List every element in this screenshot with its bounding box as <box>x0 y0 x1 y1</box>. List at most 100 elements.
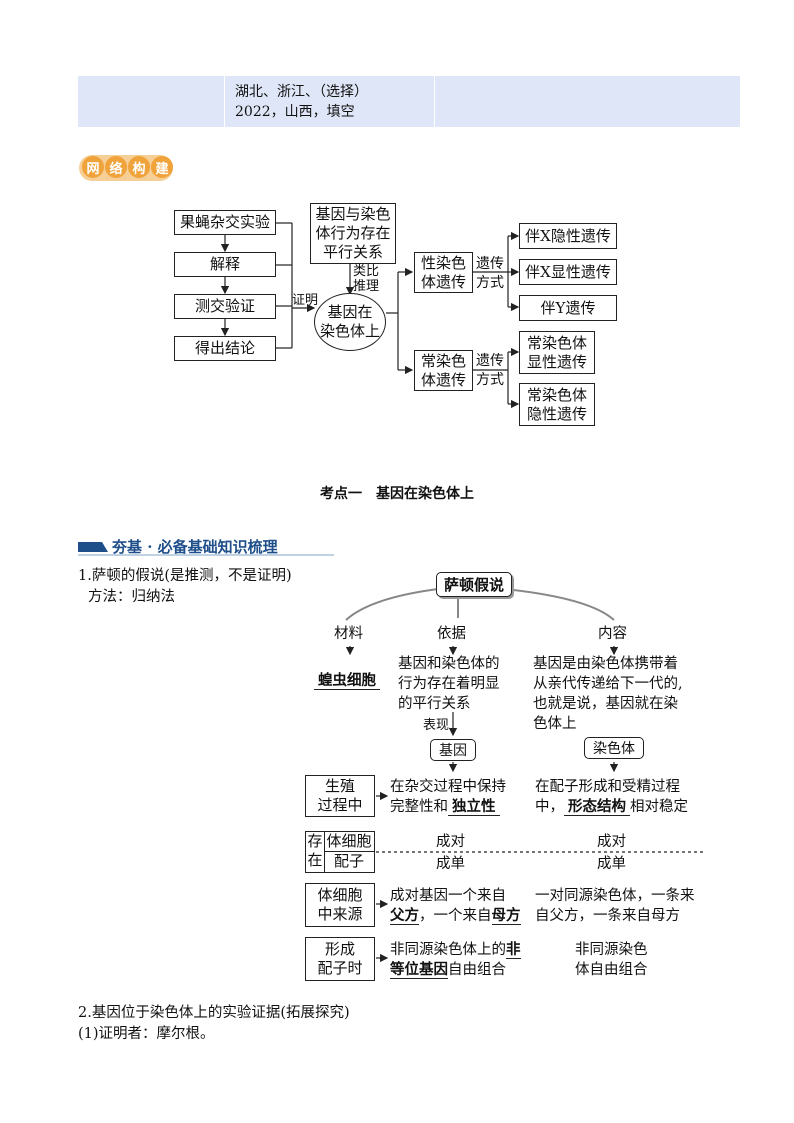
label-existence-b: 体细胞 配子 <box>324 832 374 872</box>
step-explain: 解释 <box>174 252 276 277</box>
section-title: 考点一 基因在染色体上 <box>320 486 474 502</box>
x-dominant-box: 伴X显性遗传 <box>519 259 617 285</box>
analogy-line: 推理 <box>353 279 380 294</box>
answer-text: 蝗虫细胞 <box>314 672 380 690</box>
content-line: 从亲代传递给下一代的, <box>533 676 683 692</box>
row1-gene: 在杂交过程中保持 完整性和独立性 <box>390 777 506 817</box>
theory-line: 基因与染色 <box>315 205 391 223</box>
express-label: 表现 <box>423 718 450 733</box>
badge-char: 网 <box>82 156 104 178</box>
text-line: 体自由组合 <box>575 962 648 978</box>
label-line: 遗传 <box>476 353 504 369</box>
answer-text: 形态结构 <box>564 798 630 816</box>
row2-chrom-single: 成单 <box>597 856 626 872</box>
label-line: 存 <box>307 832 323 850</box>
label-line: 遗传 <box>476 256 504 272</box>
oval-line: 染色体上 <box>319 322 380 340</box>
banner-text: 夯基 · 必备基础知识梳理 <box>112 538 278 556</box>
row2-chrom-pair: 成对 <box>597 834 626 850</box>
box-line: 显性遗传 <box>526 352 587 371</box>
text-line: ，一个来自 <box>419 908 492 924</box>
label-line: 在 <box>307 851 323 869</box>
genes-on-chromosome-oval: 基因在 染色体上 <box>314 293 386 351</box>
answer-text: 父方 <box>390 907 419 925</box>
text-line: 中， <box>535 799 564 815</box>
box-line: 常染色 <box>420 351 466 370</box>
row2-gene-single: 成单 <box>436 856 465 872</box>
text-line: 成对基因一个来自 <box>390 888 506 904</box>
label-line: 配子时 <box>317 959 363 977</box>
sex-chromosome-box: 性染色 体遗传 <box>414 252 473 293</box>
basis-line: 基因和染色体的 <box>398 656 500 672</box>
inherit-mode-label: 遗传 方式 <box>476 255 504 293</box>
text-line: 在杂交过程中保持 <box>390 779 506 795</box>
x-recessive-box: 伴X隐性遗传 <box>519 223 617 249</box>
theory-line: 平行关系 <box>322 243 383 261</box>
row2-gene-pair: 成对 <box>436 834 465 850</box>
network-badge: 网 络 构 建 <box>78 152 174 182</box>
box-line: 性染色 <box>420 253 466 272</box>
row-label-somatic-source: 体细胞 中来源 <box>305 883 375 927</box>
row-label-reproduction: 生殖 过程中 <box>305 775 375 817</box>
row4-gene: 非同源染色体上的非 等位基因自由组合 <box>390 940 521 980</box>
table-cell-line2: 2022，山西，填空 <box>235 104 355 120</box>
step-conclusion: 得出结论 <box>174 336 276 361</box>
basis-line: 的平行关系 <box>398 696 471 712</box>
autosome-box: 常染色 体遗传 <box>414 350 473 391</box>
row-label-gamete-formation: 形成 配子时 <box>305 937 375 981</box>
material-answer: 蝗虫细胞 <box>314 671 380 691</box>
label-line: 过程中 <box>317 796 363 814</box>
badge-char: 建 <box>151 156 173 178</box>
point1-title: 1.萨顿的假说(是推测，不是证明) <box>78 568 292 584</box>
label-line: 方式 <box>476 372 504 388</box>
auto-dominant-box: 常染色体 显性遗传 <box>519 331 595 374</box>
proof-label: 证明 <box>292 293 319 308</box>
answer-text: 独立性 <box>448 798 500 816</box>
parallel-relation-box: 基因与染色 体行为存在 平行关系 <box>310 203 396 264</box>
text-line: 完整性和 <box>390 799 448 815</box>
label-line: 中来源 <box>317 905 363 923</box>
exam-table-row: 湖北、浙江、（选择） 2022，山西，填空 <box>78 76 740 127</box>
basis-line: 行为存在着明显 <box>398 676 500 692</box>
point2-title: 2.基因位于染色体上的实验证据(拓展探究) <box>78 1005 350 1021</box>
row3-gene: 成对基因一个来自 父方，一个来自母方 <box>390 886 521 926</box>
box-line: 常染色体 <box>526 333 587 352</box>
content-text: 基因是由染色体携带着 从亲代传递给下一代的, 也就是说，基因就在染 色体上 <box>533 654 683 734</box>
content-line: 基因是由染色体携带着 <box>533 656 678 672</box>
label-line: 体细胞 <box>324 832 374 852</box>
text-line: 非同源染色体上的 <box>390 942 506 958</box>
box-line: 常染色体 <box>526 385 587 404</box>
box-line: 体遗传 <box>420 370 466 389</box>
label-line: 体细胞 <box>317 886 363 904</box>
table-divider <box>224 76 225 127</box>
step-fly-cross: 果蝇杂交实验 <box>174 210 276 235</box>
gene-pill: 基因 <box>430 739 476 761</box>
oval-line: 基因在 <box>327 303 373 321</box>
analogy-label: 类比 推理 <box>353 264 379 294</box>
content-line: 也就是说，基因就在染 <box>533 696 678 712</box>
label-existence-a: 存 在 <box>306 832 325 872</box>
col-content: 内容 <box>598 626 627 642</box>
theory-line: 体行为存在 <box>315 224 391 242</box>
label-line: 形成 <box>324 940 355 958</box>
col-material: 材料 <box>334 626 363 642</box>
text-line: 一对同源染色体，一条来 <box>535 888 695 904</box>
row4-chrom: 非同源染色 体自由组合 <box>575 940 648 980</box>
analogy-line: 类比 <box>353 264 380 279</box>
basis-text: 基因和染色体的 行为存在着明显 的平行关系 <box>398 654 500 714</box>
text-line: 自父方，一条来自母方 <box>535 908 680 924</box>
point2-sub: (1)证明者：摩尔根。 <box>78 1026 215 1042</box>
badge-char: 络 <box>105 156 127 178</box>
sutton-hypothesis-head: 萨顿假说 <box>436 572 512 597</box>
box-line: 隐性遗传 <box>526 404 587 423</box>
badge-char: 构 <box>128 156 150 178</box>
banner: 夯基 · 必备基础知识梳理 <box>78 538 334 557</box>
row1-chrom: 在配子形成和受精过程 中，形态结构相对稳定 <box>535 777 688 817</box>
text-line: 在配子形成和受精过程 <box>535 779 680 795</box>
box-line: 体遗传 <box>420 272 466 291</box>
content-line: 色体上 <box>533 716 577 732</box>
text-line: 非同源染色 <box>575 942 648 958</box>
chromosome-pill: 染色体 <box>584 737 644 759</box>
